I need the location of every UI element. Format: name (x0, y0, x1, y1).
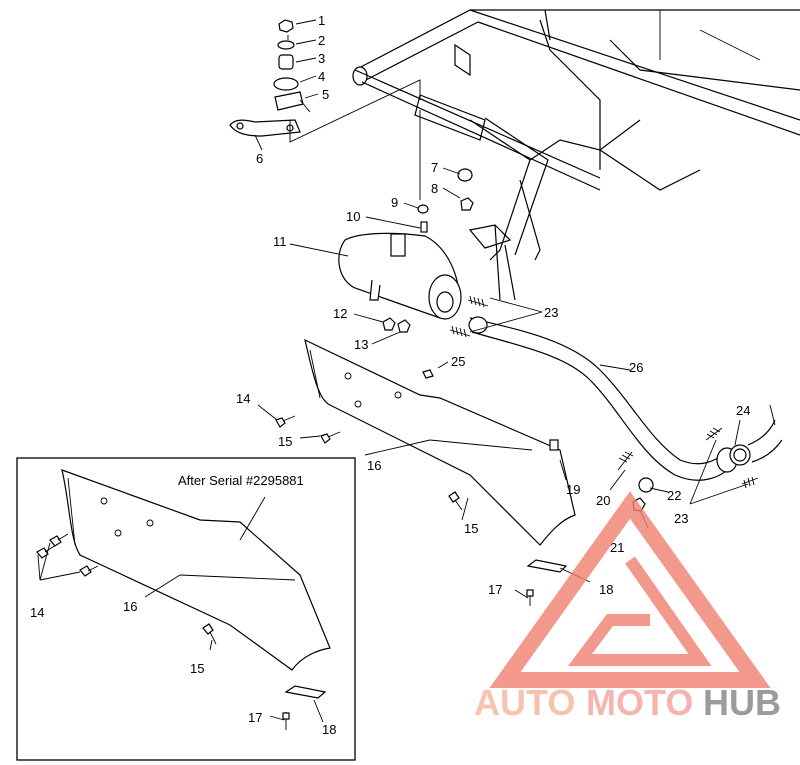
watermark-logo (489, 491, 771, 688)
callout-19: 19 (566, 482, 580, 497)
watermark-inner-mark (568, 556, 712, 666)
callout-26: 26 (629, 360, 643, 375)
callout-24: 24 (736, 403, 750, 418)
callout-18: 18 (599, 582, 613, 597)
callout-16: 16 (367, 458, 381, 473)
watermark-triangle (489, 491, 771, 688)
leader-lines (254, 19, 749, 599)
mount-hardware (229, 19, 304, 137)
callout-21: 21 (610, 540, 624, 555)
callout-25: 25 (451, 354, 465, 369)
watermark-hub: HUB (703, 682, 781, 723)
callout-labels: 1 2 3 4 5 6 7 8 9 10 11 12 13 14 15 15 1… (30, 13, 750, 737)
inset-serial-note: After Serial #2295881 (178, 473, 304, 488)
watermark-text: AUTO MOTO HUB (474, 682, 781, 723)
callout-5: 5 (322, 87, 329, 102)
callout-3: 3 (318, 51, 325, 66)
callout-22: 22 (667, 488, 681, 503)
callout-6: 6 (256, 151, 263, 166)
inset-callout-17: 17 (248, 710, 262, 725)
heat-shield (304, 338, 576, 546)
watermark-moto: MOTO (586, 682, 693, 723)
muffler-hardware (382, 168, 474, 333)
callout-23b: 23 (674, 511, 688, 526)
inset-callout-15: 15 (190, 661, 204, 676)
inset-callout-18: 18 (322, 722, 336, 737)
exhaust-pipe (468, 316, 783, 481)
inset-callout-14: 14 (30, 605, 44, 620)
muffler (338, 232, 462, 320)
callout-15b: 15 (464, 521, 478, 536)
callout-23a: 23 (544, 305, 558, 320)
callout-1: 1 (318, 13, 325, 28)
callout-12: 12 (333, 306, 347, 321)
springs (449, 295, 759, 489)
callout-11: 11 (273, 234, 287, 249)
inset-callout-16: 16 (123, 599, 137, 614)
callout-10: 10 (346, 209, 360, 224)
callout-13: 13 (354, 337, 368, 352)
callout-15a: 15 (278, 434, 292, 449)
frame (352, 9, 800, 301)
callout-9: 9 (391, 195, 398, 210)
callout-20: 20 (596, 493, 610, 508)
callout-4: 4 (318, 69, 325, 84)
callout-17: 17 (488, 582, 502, 597)
callout-14: 14 (236, 391, 250, 406)
inset-box (16, 457, 356, 761)
callout-7: 7 (431, 160, 438, 175)
watermark-auto: AUTO (474, 682, 575, 723)
callout-2: 2 (318, 33, 325, 48)
callout-8: 8 (431, 181, 438, 196)
